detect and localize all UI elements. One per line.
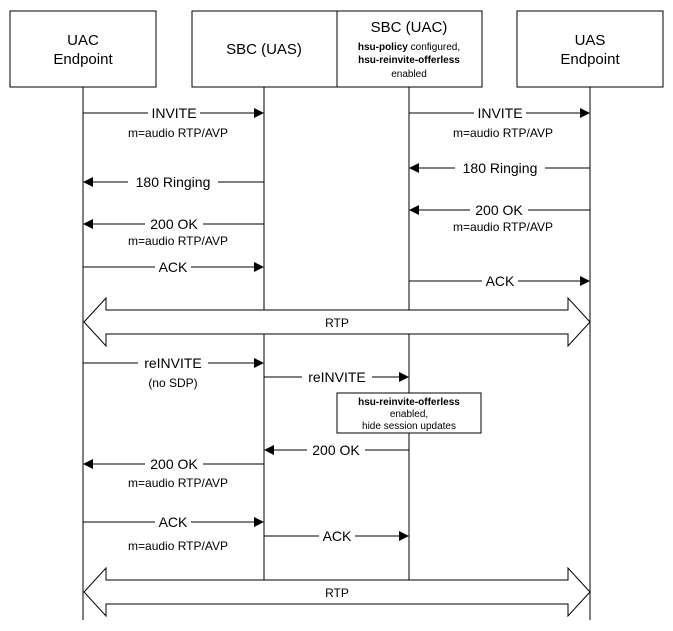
participant-uac-line1: UAC	[67, 32, 99, 49]
participant-sbc-uas-label: SBC (UAS)	[226, 41, 302, 58]
message-label: ACK	[486, 273, 515, 289]
config-policy-name: hsu-policy	[358, 42, 408, 53]
message-sdp: m=audio RTP/AVP	[453, 220, 553, 234]
message-reinvite-1: reINVITE (no SDP)	[83, 355, 264, 390]
message-label: 180 Ringing	[136, 174, 211, 190]
rtp-stream-1: RTP	[83, 296, 591, 348]
message-label: INVITE	[151, 105, 196, 121]
message-label: 200 OK	[150, 456, 198, 472]
participant-uas-line2: Endpoint	[560, 51, 620, 68]
message-invite-2: INVITE m=audio RTP/AVP	[409, 105, 590, 140]
message-label: INVITE	[477, 105, 522, 121]
participant-sbc-uac-option: hsu-reinvite-offerless	[358, 55, 460, 66]
rtp-label: RTP	[325, 316, 349, 330]
message-sdp: m=audio RTP/AVP	[128, 476, 228, 490]
participant-uac-line2: Endpoint	[53, 51, 113, 68]
message-label: ACK	[159, 514, 188, 530]
message-sdp: m=audio RTP/AVP	[128, 234, 228, 248]
message-sdp: m=audio RTP/AVP	[453, 126, 553, 140]
message-ack-1: ACK	[83, 259, 264, 275]
rtp-label: RTP	[325, 586, 349, 600]
participant-uac: UAC Endpoint	[9, 10, 157, 88]
message-200ok-1: 200 OK m=audio RTP/AVP	[409, 202, 590, 234]
participant-sbc-uac-config: hsu-policy configured,	[358, 42, 460, 53]
message-sdp: (no SDP)	[148, 376, 197, 390]
message-label: 200 OK	[150, 216, 198, 232]
participant-sbc-uas: SBC (UAS)	[191, 10, 338, 88]
participant-sbc-uac: SBC (UAC) hsu-policy configured, hsu-rei…	[336, 10, 483, 88]
participant-sbc-uac-label: SBC (UAC)	[371, 19, 448, 36]
message-200ok-4: 200 OK m=audio RTP/AVP	[83, 456, 264, 490]
message-200ok-3: 200 OK	[264, 442, 409, 458]
message-invite-1: INVITE m=audio RTP/AVP	[83, 105, 264, 140]
message-ack-2: ACK	[409, 273, 590, 289]
message-200ok-2: 200 OK m=audio RTP/AVP	[83, 216, 264, 248]
participant-uas: UAS Endpoint	[516, 10, 664, 88]
message-reinvite-2: reINVITE	[264, 369, 409, 385]
note-offerless-effect: hide session updates	[362, 421, 456, 432]
participant-sbc-uac-option-state: enabled	[391, 69, 427, 80]
message-ack-4: ACK	[264, 528, 409, 544]
message-label: ACK	[159, 259, 188, 275]
message-label: reINVITE	[144, 355, 202, 371]
message-label: reINVITE	[308, 369, 366, 385]
message-ringing-1: 180 Ringing	[409, 160, 590, 176]
message-ringing-2: 180 Ringing	[83, 174, 264, 190]
config-policy-state: configured,	[408, 42, 460, 53]
message-ack-3: ACK m=audio RTP/AVP	[83, 514, 264, 553]
note-offerless-title: hsu-reinvite-offerless	[358, 397, 460, 408]
message-label: 180 Ringing	[463, 160, 538, 176]
message-sdp: m=audio RTP/AVP	[128, 126, 228, 140]
message-sdp: m=audio RTP/AVP	[128, 539, 228, 553]
rtp-stream-2: RTP	[83, 566, 591, 618]
note-offerless-state: enabled,	[390, 409, 428, 420]
message-label: ACK	[323, 528, 352, 544]
message-label: 200 OK	[312, 442, 360, 458]
note-offerless: hsu-reinvite-offerless enabled, hide ses…	[336, 392, 482, 434]
participant-uas-line1: UAS	[575, 32, 606, 49]
message-label: 200 OK	[475, 202, 523, 218]
